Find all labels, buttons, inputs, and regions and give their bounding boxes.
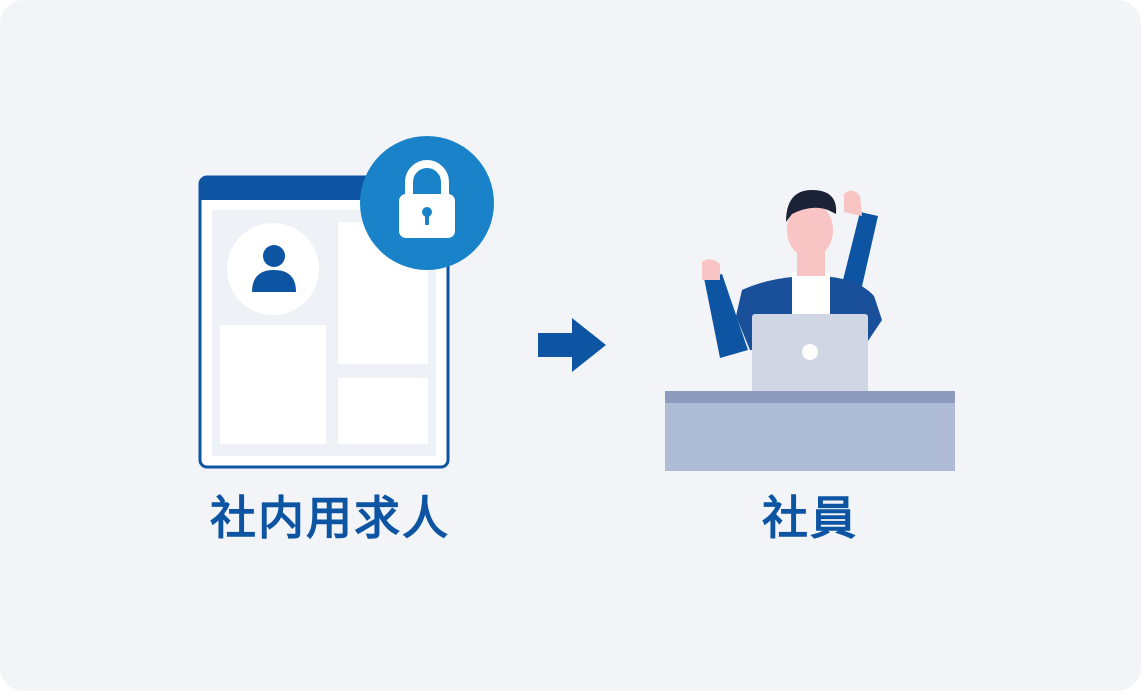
user-avatar-icon — [252, 245, 296, 292]
source-label: 社内用求人 — [210, 491, 450, 545]
target-label: 社員 — [762, 491, 858, 545]
employee-at-laptop-icon — [665, 190, 955, 471]
arrow-right-icon — [538, 318, 606, 372]
padlock-icon — [360, 136, 494, 270]
